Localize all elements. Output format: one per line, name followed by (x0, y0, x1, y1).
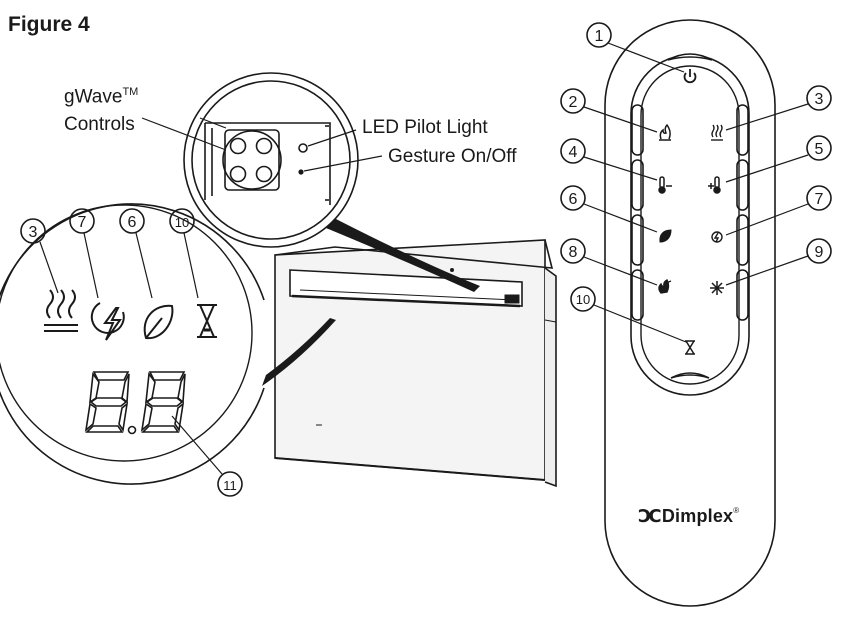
display-callout-3: 3 (29, 224, 38, 241)
connector-top (326, 218, 480, 292)
display-callout-11: 11 (223, 478, 237, 493)
gwave-label-tm: TM (122, 86, 139, 98)
temp-down-icon (658, 176, 672, 194)
connector-left (262, 318, 336, 386)
timer-icon (197, 304, 217, 338)
remote-callout-8: 8 (569, 244, 578, 261)
gwave-label: gWaveTM (64, 86, 138, 108)
display-callout-10: 10 (175, 215, 189, 230)
heat-icon-remote (711, 124, 723, 141)
remote-callout-2: 2 (569, 94, 578, 111)
display-callout-6: 6 (128, 214, 137, 231)
brand-registered: ® (733, 506, 740, 515)
eco-leaf-icon (143, 304, 174, 340)
remote-callout-10: 10 (576, 292, 590, 307)
fireplace-unit (274, 239, 557, 488)
remote-control (560, 19, 832, 607)
gesture-on-off-label: Gesture On/Off (388, 146, 517, 167)
remote-callout-3: 3 (815, 91, 824, 108)
dimplex-mark-icon: Ɔ (638, 506, 652, 527)
remote-callout-4: 4 (569, 144, 578, 161)
display-magnifier (0, 203, 265, 497)
boost-icon (90, 302, 125, 341)
display-callout-7: 7 (78, 214, 87, 231)
gwave-magnifier (141, 72, 383, 248)
remote-callout-7: 7 (815, 191, 824, 208)
remote-callout-1: 1 (595, 28, 604, 45)
callout-numbers: 3 7 6 10 11 1 2 3 4 5 6 7 8 9 10 (29, 28, 824, 493)
remote-callout-9: 9 (815, 244, 824, 261)
seven-segment-display (84, 371, 186, 435)
ambient-light-icon (710, 281, 724, 295)
temp-up-icon (708, 176, 721, 194)
flame-icon (659, 123, 671, 141)
remote-callout-6: 6 (569, 191, 578, 208)
remote-callout-5: 5 (815, 141, 824, 158)
dimplex-logo: ƆCDimplex® (638, 506, 740, 527)
eco-leaf-icon-remote (659, 229, 672, 243)
brand-name: Dimplex (661, 506, 734, 526)
gwave-label-main: gWave (64, 86, 123, 108)
boost-icon-remote (711, 231, 723, 243)
gwave-controls-label: Controls (64, 114, 135, 135)
power-icon (683, 69, 697, 84)
figure-title: Figure 4 (8, 13, 90, 36)
led-pilot-light-label: LED Pilot Light (362, 117, 488, 138)
timer-icon-remote (685, 340, 695, 355)
heat-icon (44, 289, 78, 332)
flame-color-icon (658, 279, 672, 294)
